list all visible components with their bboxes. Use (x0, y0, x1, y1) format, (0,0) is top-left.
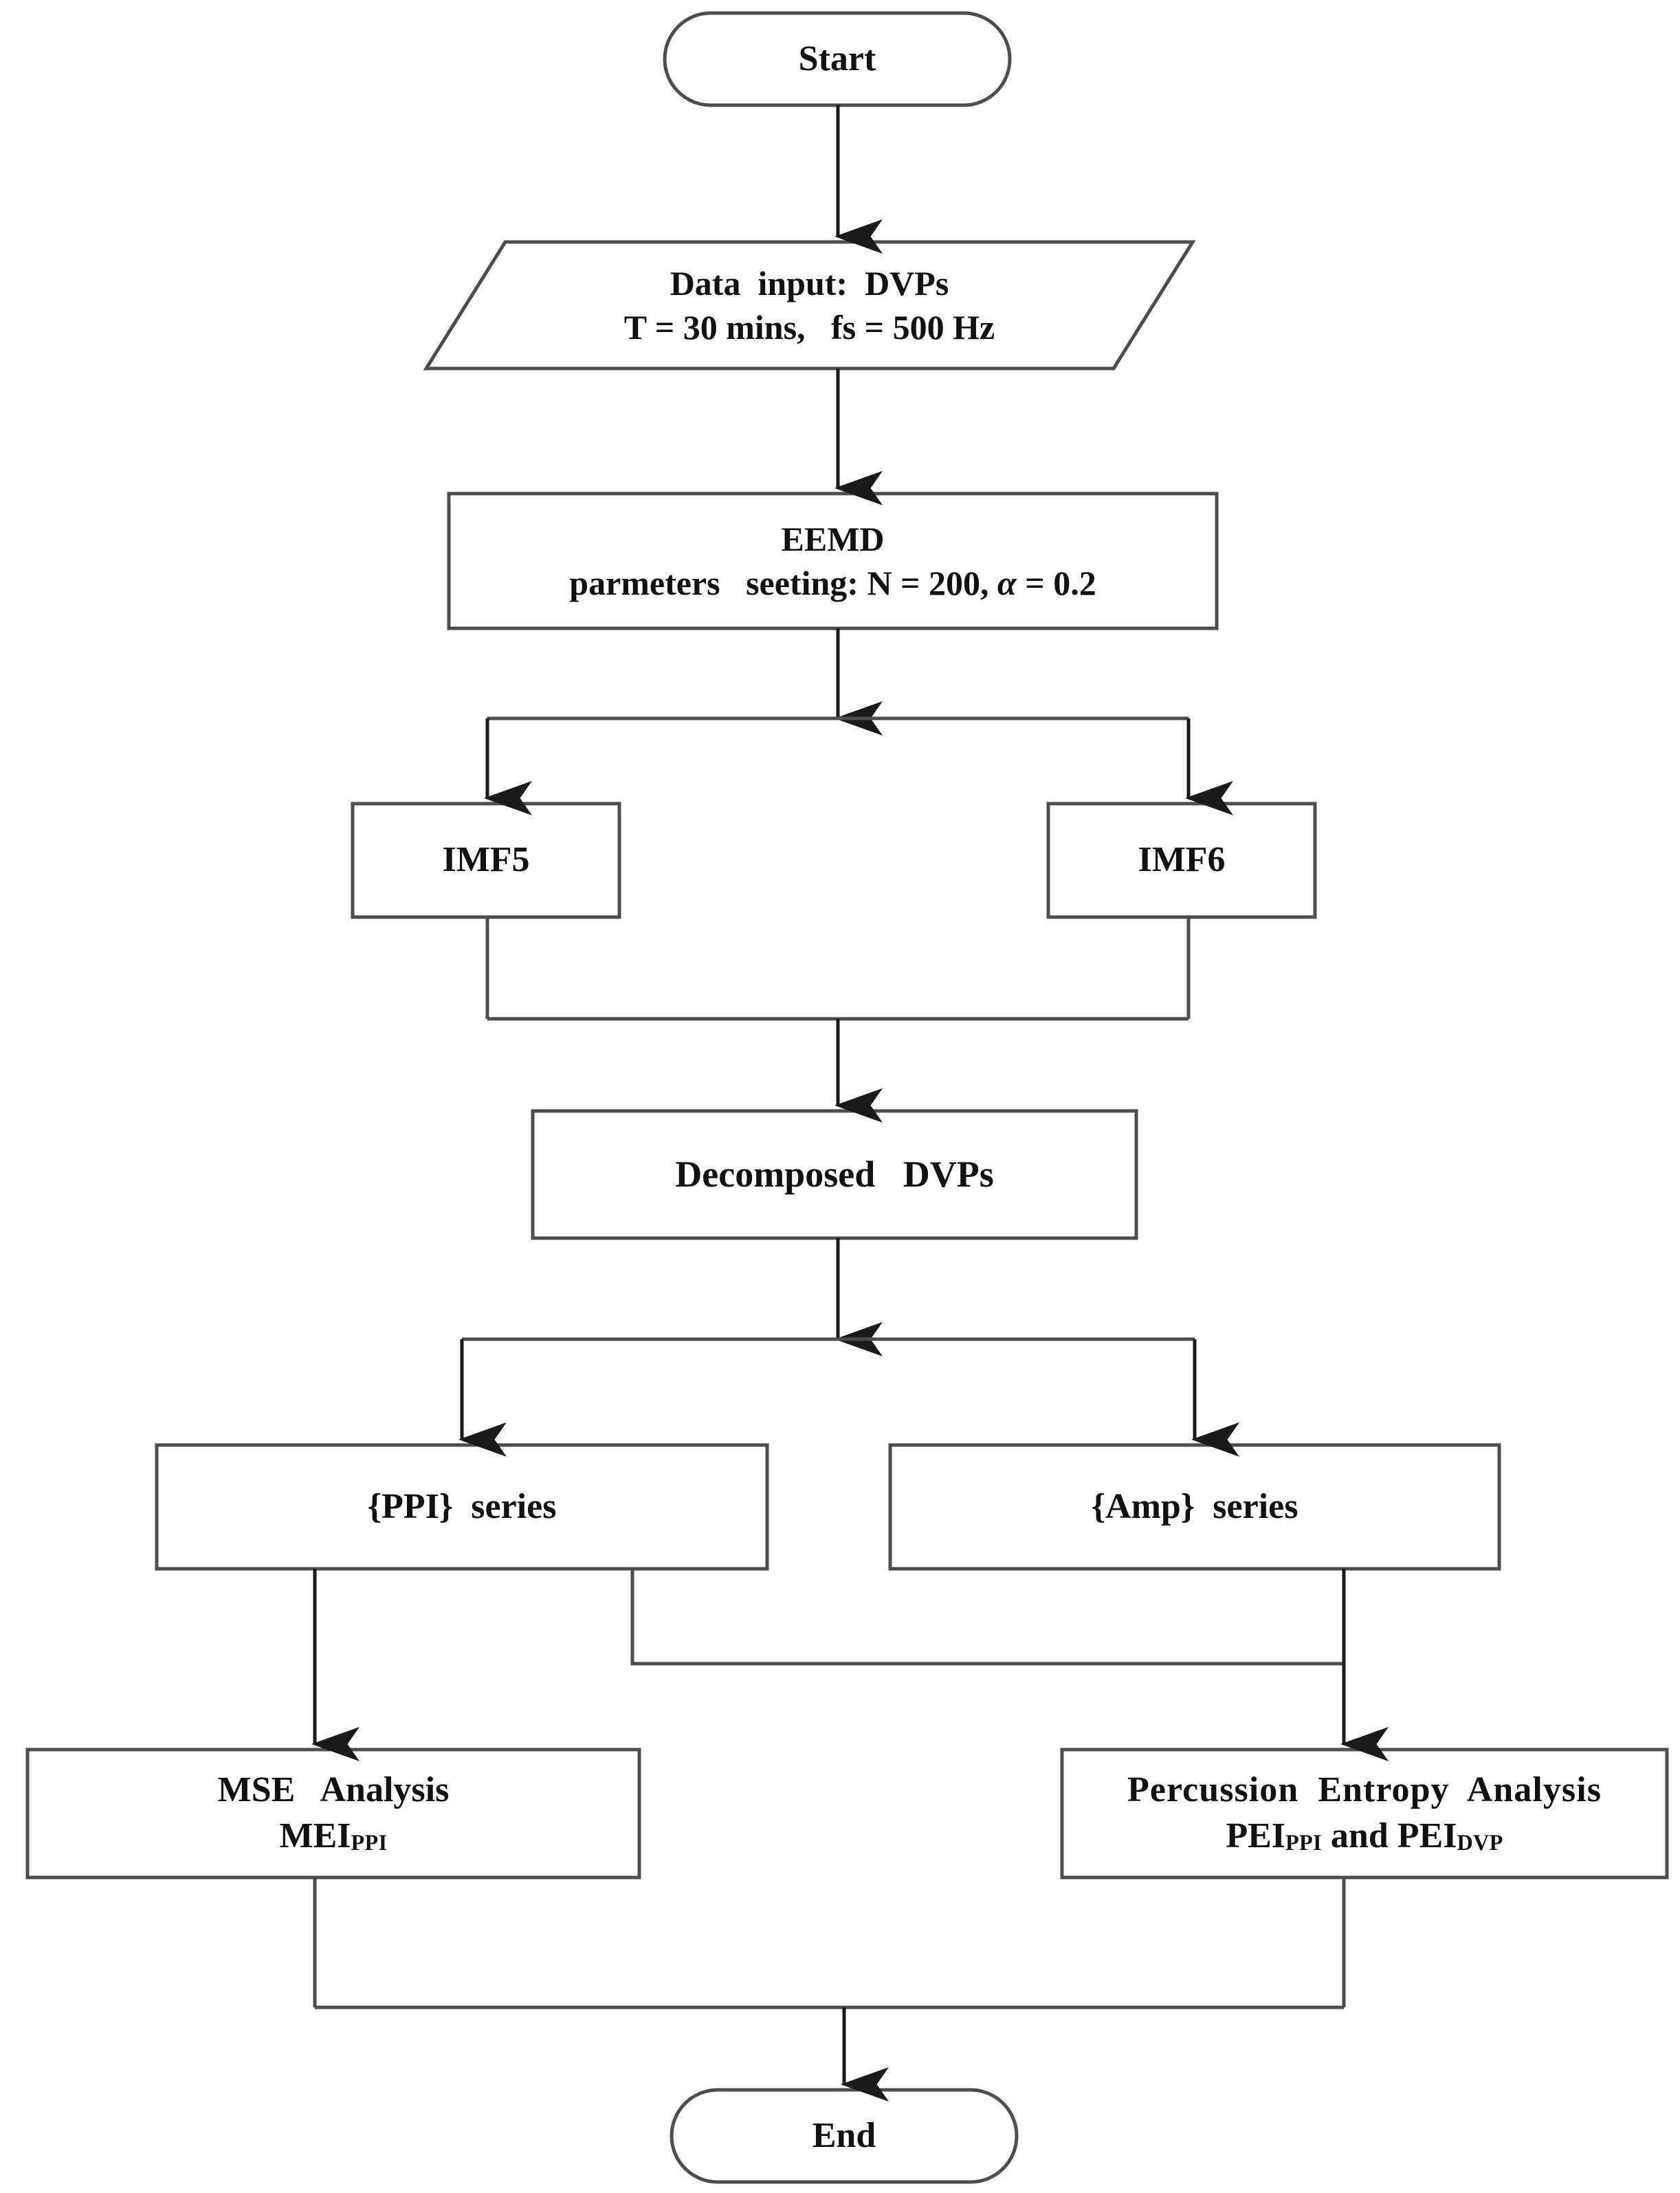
node-end-shape (670, 2088, 1019, 2184)
node-start-shape (663, 11, 1012, 107)
node-imf5-shape (351, 802, 621, 919)
node-eemd-shape (447, 492, 1219, 630)
node-mse-shape (25, 1748, 641, 1880)
node-pei-shape (1060, 1748, 1669, 1880)
edge-ppi-to-pei (630, 1569, 1344, 1666)
node-imf6-shape (1046, 802, 1317, 919)
node-ppi-series-shape (155, 1443, 769, 1571)
node-data-input-shape (423, 240, 1196, 371)
node-amp-series-shape (888, 1443, 1501, 1571)
node-decomposed-shape (531, 1109, 1138, 1240)
